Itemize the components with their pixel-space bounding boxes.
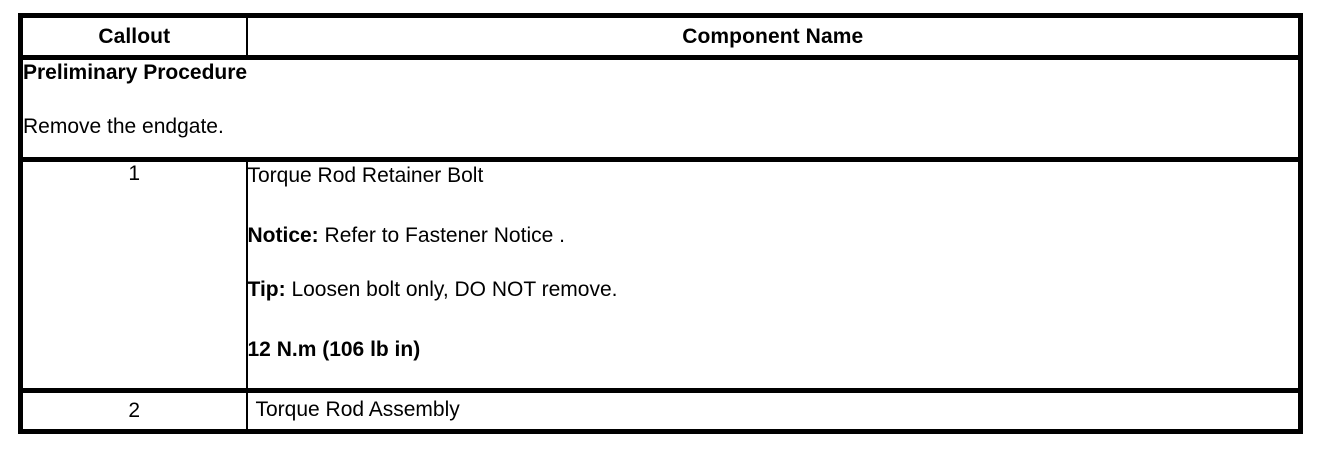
torque-spec-text: 12 N.m (106 lb in) [247, 338, 421, 361]
callout-number: 1 [18, 157, 248, 392]
preliminary-procedure-title: Preliminary Procedure [23, 61, 248, 84]
tip-line: Tip: Loosen bolt only, DO NOT remove. [248, 276, 1299, 303]
preliminary-procedure-row: Preliminary Procedure Remove the endgate… [18, 55, 1303, 161]
component-callout-table: Callout Component Name Preliminary Proce… [18, 13, 1303, 434]
component-title-line: Torque Rod Retainer Bolt [248, 162, 1299, 189]
column-header-component-name: Component Name [245, 13, 1303, 59]
line-spacer [248, 303, 1299, 336]
preliminary-spacer [23, 86, 1298, 114]
line-spacer [248, 249, 1299, 276]
component-description-cell: Torque Rod Retainer Bolt Notice: Refer t… [245, 157, 1303, 392]
preliminary-procedure-body: Remove the endgate. [23, 115, 224, 138]
torque-spec-line: 12 N.m (106 lb in) [248, 336, 1299, 363]
table-row: 2 Torque Rod Assembly [18, 388, 1303, 434]
line-spacer [248, 189, 1299, 222]
component-description-cell: Torque Rod Assembly [245, 388, 1303, 434]
table-row: 1 Torque Rod Retainer Bolt Notice: Refer… [18, 157, 1303, 392]
preliminary-procedure-cell: Preliminary Procedure Remove the endgate… [18, 55, 1303, 161]
tip-text: Loosen bolt only, DO NOT remove. [285, 278, 618, 301]
component-title-text: Torque Rod Assembly [255, 398, 460, 421]
component-title-text: Torque Rod Retainer Bolt [247, 164, 484, 187]
callout-number: 2 [18, 388, 248, 434]
notice-text: Refer to Fastener Notice . [318, 224, 565, 247]
notice-line: Notice: Refer to Fastener Notice . [248, 222, 1299, 249]
column-header-callout: Callout [18, 13, 248, 59]
tip-label: Tip: [247, 278, 286, 301]
table-header-row: Callout Component Name [18, 13, 1303, 59]
component-title-line: Torque Rod Assembly [256, 396, 1299, 423]
notice-label: Notice: [247, 224, 319, 247]
